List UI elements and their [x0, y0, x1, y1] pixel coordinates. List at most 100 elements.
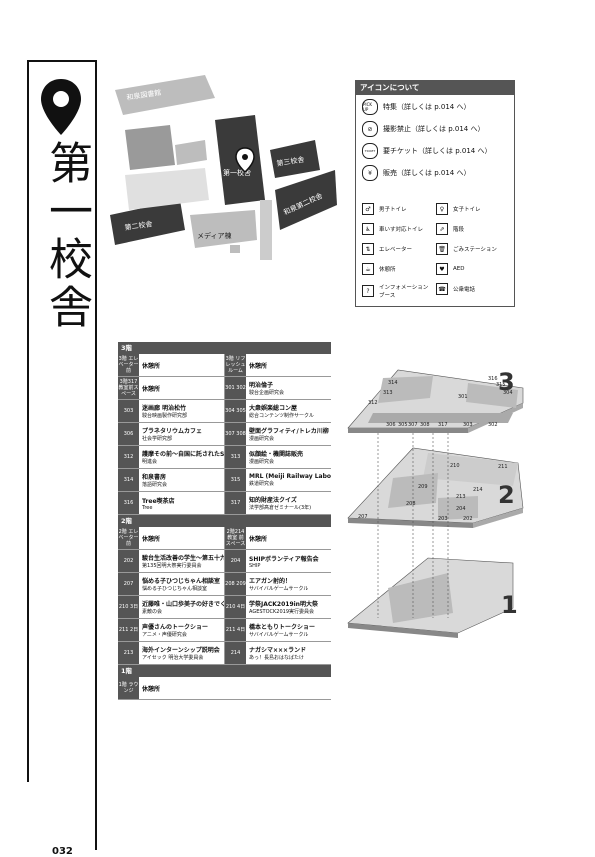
room-label: 317 — [438, 422, 448, 428]
legend-phone: ☎公衆電話 — [436, 283, 475, 295]
legend-trash: 🗑ごみステーション — [436, 243, 497, 255]
event-name: 休憩所 — [142, 362, 161, 370]
map-pin-icon — [41, 79, 81, 135]
legend-sale: ¥販売（詳しくは p.014 へ） — [362, 165, 470, 181]
room-cell: 2階 エレベーター前休憩所 — [118, 527, 224, 549]
map-label-first: 第一校舎 — [223, 168, 251, 177]
room-label: 210 — [450, 463, 460, 469]
event-name: 駿台生活改善の学生〜第五十九回明大祭〜 — [142, 555, 224, 562]
room-info: エアガン射的！サバイバルゲームサークル — [246, 576, 308, 592]
floor-header: 3階 — [118, 342, 331, 354]
map-pin-marker-icon — [235, 147, 255, 174]
room-info: プラネタリウムカフェ社会学研究部 — [139, 426, 202, 442]
room-number: 316 — [118, 492, 139, 514]
campus-map: 和泉図書館 第一校舎 第二校舎 第三校舎 メディア棟 和泉第二校舎 — [110, 75, 337, 260]
room-label: 306 — [386, 422, 396, 428]
event-name: MRL (Meiji Railway Laboratory) — [249, 473, 331, 480]
floor-connectors — [377, 433, 449, 618]
room-number: 314 — [118, 469, 139, 491]
room-label: 208 — [406, 501, 416, 507]
organizer: SHIP — [249, 562, 261, 569]
event-name: プラネタリウムカフェ — [142, 428, 203, 435]
legend-label: エレベーター — [379, 247, 413, 253]
legend-mens-toilet: ♂男子トイレ — [362, 203, 407, 215]
room-label: 214 — [473, 487, 483, 493]
room-cell: 1階 ラウンジ休憩所 — [118, 677, 224, 699]
organizer: 素敵の会 — [142, 609, 163, 615]
room-info: 休憩所 — [139, 534, 160, 543]
room-info: 声優さんのトークショーアニメ・声優研究会 — [139, 622, 208, 638]
ticket-icon: TICKET — [362, 143, 378, 159]
legend-label: 階段 — [453, 227, 465, 233]
floor-number-1: 1 — [501, 591, 518, 619]
room-number: 3階 エレベーター前 — [118, 354, 139, 376]
room-number: 207 — [118, 573, 139, 595]
legend-stairs: ⇗階段 — [436, 223, 464, 235]
room-info: 休憩所 — [139, 384, 160, 393]
room-number: 306 — [118, 423, 139, 445]
event-name: 休憩所 — [249, 362, 268, 370]
event-name: ナガシマ×××ランド — [249, 647, 307, 654]
room-info: 休憩所 — [246, 534, 267, 543]
floor-3 — [347, 369, 524, 433]
table-row: 1階 ラウンジ休憩所 — [118, 677, 331, 700]
wheelchair-icon: ♿ — [362, 223, 374, 235]
organizer: 鉄道研究会 — [249, 481, 275, 487]
title-banner — [27, 60, 97, 782]
room-label: 304 — [503, 390, 513, 396]
room-info: 大衆娯楽総コン屋総合コンテンツ制作サークル — [246, 403, 314, 419]
legend-accessible-toilet: ♿車いす対応トイレ — [362, 223, 423, 235]
room-label: 207 — [358, 514, 368, 520]
organizer: 漫画研究会 — [249, 436, 275, 442]
room-info: 明治倫子駿台企画研究会 — [246, 380, 284, 396]
event-name: Tree喫茶店 — [142, 497, 175, 505]
legend-no-photo: ⊘撮影禁止（詳しくは p.014 へ） — [362, 121, 484, 137]
organizer: 明進会 — [142, 459, 158, 465]
room-number: 312 — [118, 446, 139, 468]
room-label: 209 — [418, 484, 428, 490]
room-number: 313 — [225, 446, 246, 468]
floor-number-2: 2 — [498, 481, 515, 509]
event-name: 迷画廊 明治松竹 — [142, 405, 187, 412]
room-cell: 3階 リフレッシュルーム休憩所 — [224, 354, 331, 376]
legend-info: ?インフォメーションブース — [362, 283, 429, 299]
organizer: 法学部髙倉ゼミナール(3年) — [249, 505, 312, 511]
room-number: 213 — [118, 642, 139, 664]
organizer: 総合コンテンツ制作サークル — [249, 413, 314, 419]
room-number: 304 305 — [225, 400, 246, 422]
legend-label: 公衆電話 — [453, 287, 476, 293]
event-name: 大衆娯楽総コン屋 — [249, 405, 298, 412]
floor-number-3: 3 — [498, 368, 515, 396]
room-label: 202 — [463, 516, 473, 522]
legend-title: アイコンについて — [356, 81, 514, 95]
legend-label: ごみステーション — [453, 247, 497, 253]
legend-label: 特集（詳しくは p.014 へ） — [383, 103, 471, 111]
room-info: 知的財産法クイズ法学部髙倉ゼミナール(3年) — [246, 495, 311, 511]
room-number: 210 3日 — [118, 596, 139, 618]
room-cell: 211 2日声優さんのトークショーアニメ・声優研究会 — [118, 619, 224, 641]
pickup-icon: PICK UP — [362, 99, 378, 115]
room-number: 315 — [225, 469, 246, 491]
legend-pickup: PICK UP 特集（詳しくは p.014 へ） — [362, 99, 470, 115]
room-number: 3階317教室前スペース — [118, 377, 139, 399]
map-label-third: 第三校舎 — [276, 155, 305, 168]
room-info: 迷画廊 明治松竹駿台映画製作研究部 — [139, 403, 187, 419]
room-number: 307 308 — [225, 423, 246, 445]
yen-icon: ¥ — [362, 165, 378, 181]
